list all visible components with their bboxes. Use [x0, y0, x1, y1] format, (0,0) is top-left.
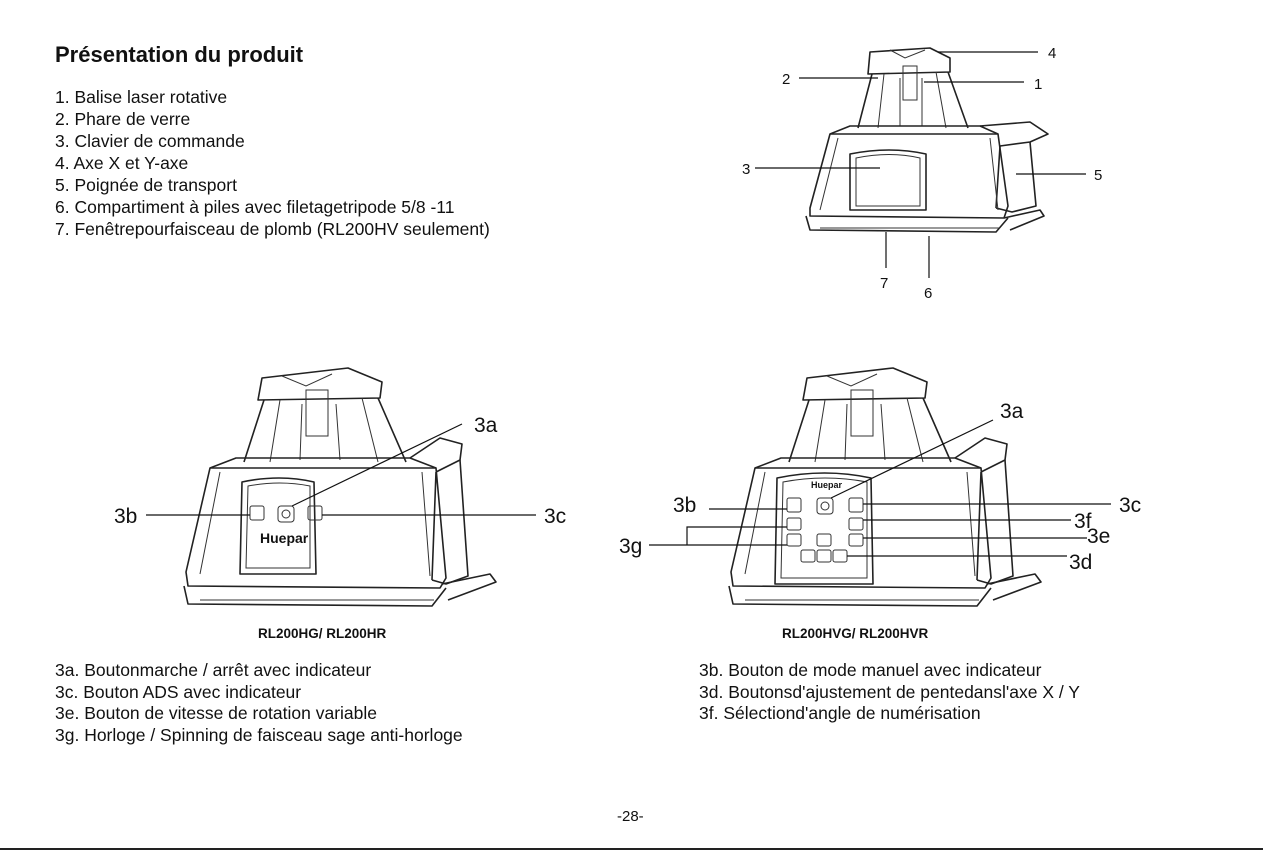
page-number: -28-: [617, 808, 644, 825]
speed-button-drawing: [848, 533, 864, 547]
callout-label-3g: 3g: [619, 535, 642, 558]
brand-logo: Huepar: [811, 480, 843, 490]
brand-logo: Huepar: [260, 530, 309, 546]
callout-label-3c: 3c: [1119, 494, 1141, 517]
callout-label-3a: 3a: [1000, 400, 1024, 423]
callout-label-3: 3: [742, 161, 750, 178]
callout-label-7: 7: [880, 275, 888, 292]
laser-device-drawing: [805, 47, 1049, 233]
callout-label-3f: 3f: [1074, 510, 1092, 533]
overview-laser-illustration: 2 1 4 3 5 7 6: [742, 45, 1102, 302]
laser-device-drawing: [728, 367, 1042, 607]
power-icon: [281, 509, 291, 519]
page-title: Présentation du produit: [55, 42, 304, 67]
keypad-illustration-hg: Huepar 3b 3c 3a: [114, 367, 566, 607]
keypad-illustration-hvg: Huepar 3b 3c 3a 3f 3e 3d 3g: [619, 367, 1141, 607]
callout-line-3a: [291, 423, 463, 507]
parts-list-item: 7. Fenêtrepourfaisceau de plomb (RL200HV…: [55, 219, 490, 239]
description-item: 3e. Bouton de vitesse de rotation variab…: [55, 703, 378, 723]
parts-list-item: 5. Poignée de transport: [55, 175, 237, 195]
parts-list-item: 4. Axe X et Y-axe: [55, 153, 189, 173]
figure-caption-hvg: RL200HVG/ RL200HVR: [782, 626, 929, 641]
callout-label-4: 4: [1048, 45, 1056, 62]
parts-list-item: 2. Phare de verre: [55, 109, 191, 129]
description-item: 3f. Sélectiond'angle de numérisation: [699, 703, 981, 723]
parts-list-item: 6. Compartiment à piles avec filetagetri…: [55, 197, 455, 217]
down-arrow-button-drawing: [816, 549, 832, 563]
callout-label-1: 1: [1034, 76, 1042, 93]
up-arrow-button-drawing: [816, 533, 832, 547]
button-descriptions-left: 3a. Boutonmarche / arrêt avec indicateur…: [55, 660, 463, 746]
laser-device-drawing: [183, 367, 497, 607]
callout-label-6: 6: [924, 285, 932, 302]
parts-list-item: 1. Balise laser rotative: [55, 87, 228, 107]
ads-button-drawing: [848, 497, 864, 513]
callout-label-2: 2: [782, 71, 790, 88]
callout-label-3b: 3b: [673, 494, 696, 517]
power-button-drawing: [816, 497, 834, 515]
right-arrow-button-drawing: [832, 549, 848, 563]
callout-label-3c: 3c: [544, 505, 566, 528]
manual-mode-button-drawing: [786, 497, 802, 513]
bottom-divider: [0, 848, 1263, 850]
description-item: 3a. Boutonmarche / arrêt avec indicateur: [55, 660, 372, 680]
callout-label-3a: 3a: [474, 414, 498, 437]
right-rotate-button-drawing: [786, 533, 802, 547]
callout-line-3g: [649, 526, 787, 546]
description-item: 3b. Bouton de mode manuel avec indicateu…: [699, 660, 1042, 680]
left-arrow-button-drawing: [800, 549, 816, 563]
callout-label-3e: 3e: [1087, 525, 1110, 548]
callout-line-3a: [830, 419, 994, 499]
callout-label-3b: 3b: [114, 505, 137, 528]
parts-list-item: 3. Clavier de commande: [55, 131, 245, 151]
parts-list: 1. Balise laser rotative 2. Phare de ver…: [55, 86, 490, 240]
manual-mode-button-drawing: [249, 505, 265, 521]
callout-label-3d: 3d: [1069, 551, 1092, 574]
description-item: 3d. Boutonsd'ajustement de pentedansl'ax…: [699, 681, 1080, 702]
description-item: 3c. Bouton ADS avec indicateur: [55, 681, 302, 702]
power-button-drawing: [277, 505, 295, 523]
description-item: 3g. Horloge / Spinning de faisceau sage …: [55, 724, 463, 745]
left-rotate-button-drawing: [786, 517, 802, 531]
figure-caption-hg: RL200HG/ RL200HR: [258, 626, 387, 641]
callout-label-5: 5: [1094, 167, 1102, 184]
angle-select-button-drawing: [848, 517, 864, 531]
ads-button-drawing: [307, 505, 323, 521]
power-icon: [820, 501, 830, 511]
button-descriptions-right: 3b. Bouton de mode manuel avec indicateu…: [699, 660, 1080, 725]
